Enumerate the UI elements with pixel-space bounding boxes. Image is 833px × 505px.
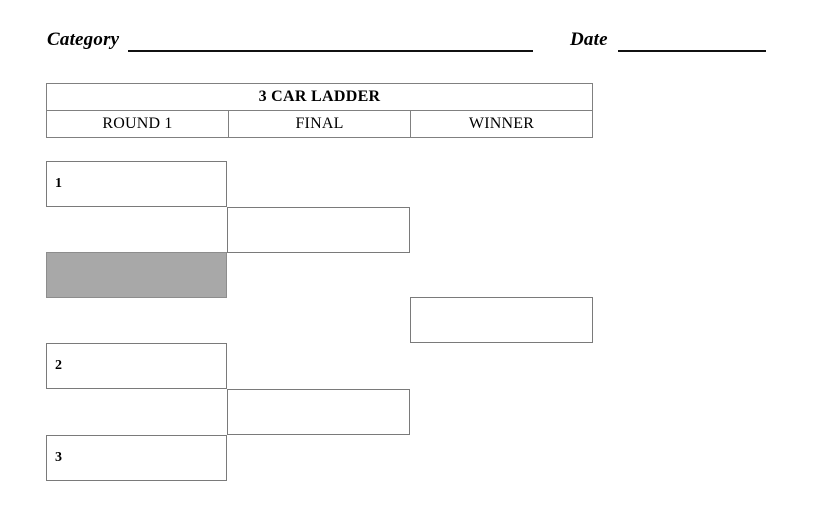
round1-slot-bye-shaded[interactable] <box>46 252 227 298</box>
final-slot-upper[interactable] <box>227 207 410 253</box>
date-label: Date <box>570 29 608 50</box>
form-header: Category Date <box>0 28 833 60</box>
column-header-final: FINAL <box>228 110 411 138</box>
round1-slot-3[interactable]: 3 <box>46 435 227 481</box>
round1-slot-2-seed: 2 <box>55 358 62 373</box>
round1-slot-2[interactable]: 2 <box>46 343 227 389</box>
round1-slot-1[interactable]: 1 <box>46 161 227 207</box>
final-slot-lower[interactable] <box>227 389 410 435</box>
column-header-winner: WINNER <box>410 110 593 138</box>
ladder-title-row: 3 CAR LADDER <box>46 83 593 111</box>
category-write-in-line[interactable] <box>128 50 533 52</box>
column-header-round-1: ROUND 1 <box>46 110 229 138</box>
ladder-column-header-row: ROUND 1 FINAL WINNER <box>46 110 593 138</box>
date-write-in-line[interactable] <box>618 50 766 52</box>
ladder-title: 3 CAR LADDER <box>46 83 593 111</box>
ladder-header-table: 3 CAR LADDER ROUND 1 FINAL WINNER <box>46 83 593 138</box>
winner-slot[interactable] <box>410 297 593 343</box>
category-label: Category <box>47 29 120 50</box>
round1-slot-3-seed: 3 <box>55 450 62 465</box>
round1-slot-1-seed: 1 <box>55 176 62 191</box>
